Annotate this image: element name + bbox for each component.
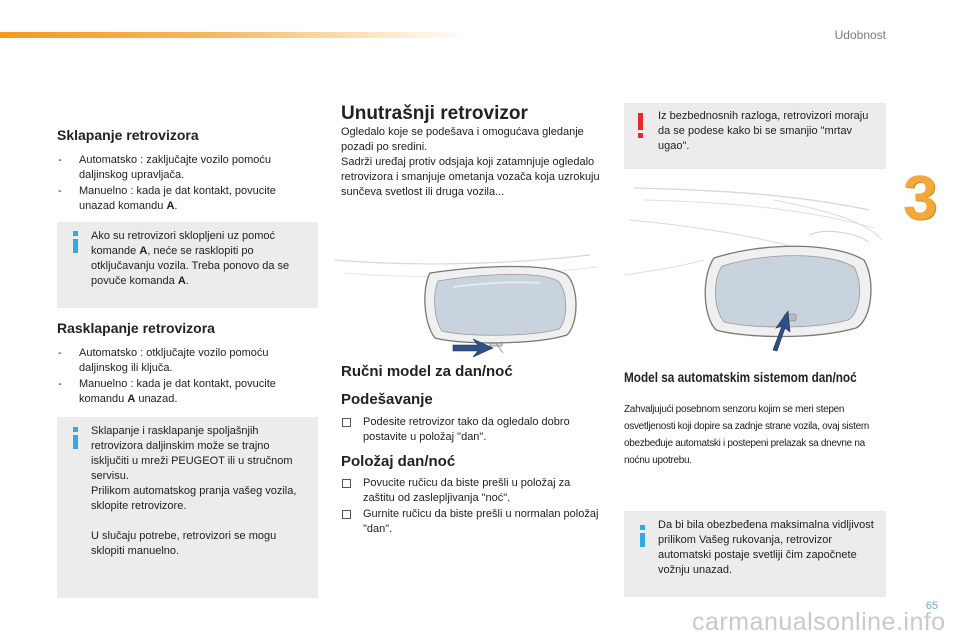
- list-item: -Automatsko : zaključajte vozilo pomoću …: [58, 154, 271, 181]
- day-night-title: Položaj dan/noć: [341, 453, 456, 470]
- warning-text: Iz bezbednosnih razloga, retrovizori mor…: [658, 110, 869, 152]
- chapter-number: 3: [903, 164, 938, 233]
- arrow-icon: [772, 310, 791, 352]
- unfold-list: -Automatsko : otključajte vozilo pomoću …: [57, 346, 307, 408]
- fold-info-box: Ako su retrovizori sklopljeni uz pomoć k…: [57, 222, 318, 308]
- mirror-intro: Ogledalo koje se podešava i omogućava gl…: [341, 126, 600, 198]
- arrow-icon: [452, 338, 494, 358]
- day-night-list: Povucite ručicu da biste prešli u položa…: [341, 476, 603, 538]
- page-number: 65: [925, 600, 938, 612]
- fold-title: Sklapanje retrovizora: [57, 127, 199, 143]
- unfold-info-text: Sklapanje i rasklapanje spoljašnjih retr…: [91, 425, 297, 557]
- checkbox-bullet-icon: [342, 479, 351, 488]
- list-item: -Manuelno : kada je dat kontakt, povucit…: [58, 378, 276, 405]
- manual-mirror-illustration: [335, 254, 598, 358]
- unfold-info-box: Sklapanje i rasklapanje spoljašnjih retr…: [57, 417, 318, 598]
- header-accent-bar: [0, 32, 470, 38]
- adjust-title: Podešavanje: [341, 391, 433, 408]
- list-item: Gurnite ručicu da biste prešli u normala…: [341, 507, 603, 537]
- auto-info-box: Da bi bila obezbeđena maksimalna vidljiv…: [624, 511, 886, 597]
- auto-info-text: Da bi bila obezbeđena maksimalna vidljiv…: [658, 519, 874, 576]
- unfold-title: Rasklapanje retrovizora: [57, 320, 215, 336]
- watermark: carmanualsonline.info: [692, 608, 946, 636]
- checkbox-bullet-icon: [342, 418, 351, 427]
- info-icon: [634, 525, 654, 549]
- section-title: Udobnost: [834, 28, 886, 42]
- fold-list: -Automatsko : zaključajte vozilo pomoću …: [57, 153, 307, 215]
- checkbox-bullet-icon: [342, 510, 351, 519]
- mirror-title: Unutrašnji retrovizor: [341, 103, 528, 124]
- fold-info-text: Ako su retrovizori sklopljeni uz pomoć k…: [91, 230, 290, 287]
- list-item: Povucite ručicu da biste prešli u položa…: [341, 476, 603, 506]
- list-item: Podesite retrovizor tako da ogledalo dob…: [341, 415, 603, 445]
- warning-box: Iz bezbednosnih razloga, retrovizori mor…: [624, 103, 886, 169]
- list-item: -Manuelno : kada je dat kontakt, povucit…: [58, 185, 276, 212]
- info-icon: [67, 231, 87, 255]
- auto-model-title: Model sa automatskim sistemom dan/noć: [624, 369, 857, 385]
- list-item: -Automatsko : otključajte vozilo pomoću …: [58, 347, 269, 374]
- warning-icon: [634, 113, 648, 139]
- info-icon: [67, 427, 87, 451]
- auto-mirror-illustration: [624, 187, 883, 352]
- manual-model-title: Ručni model za dan/noć: [341, 363, 513, 380]
- adjust-list: Podesite retrovizor tako da ogledalo dob…: [341, 415, 603, 446]
- auto-model-text: Zahvaljujući posebnom senzoru kojim se m…: [624, 404, 869, 466]
